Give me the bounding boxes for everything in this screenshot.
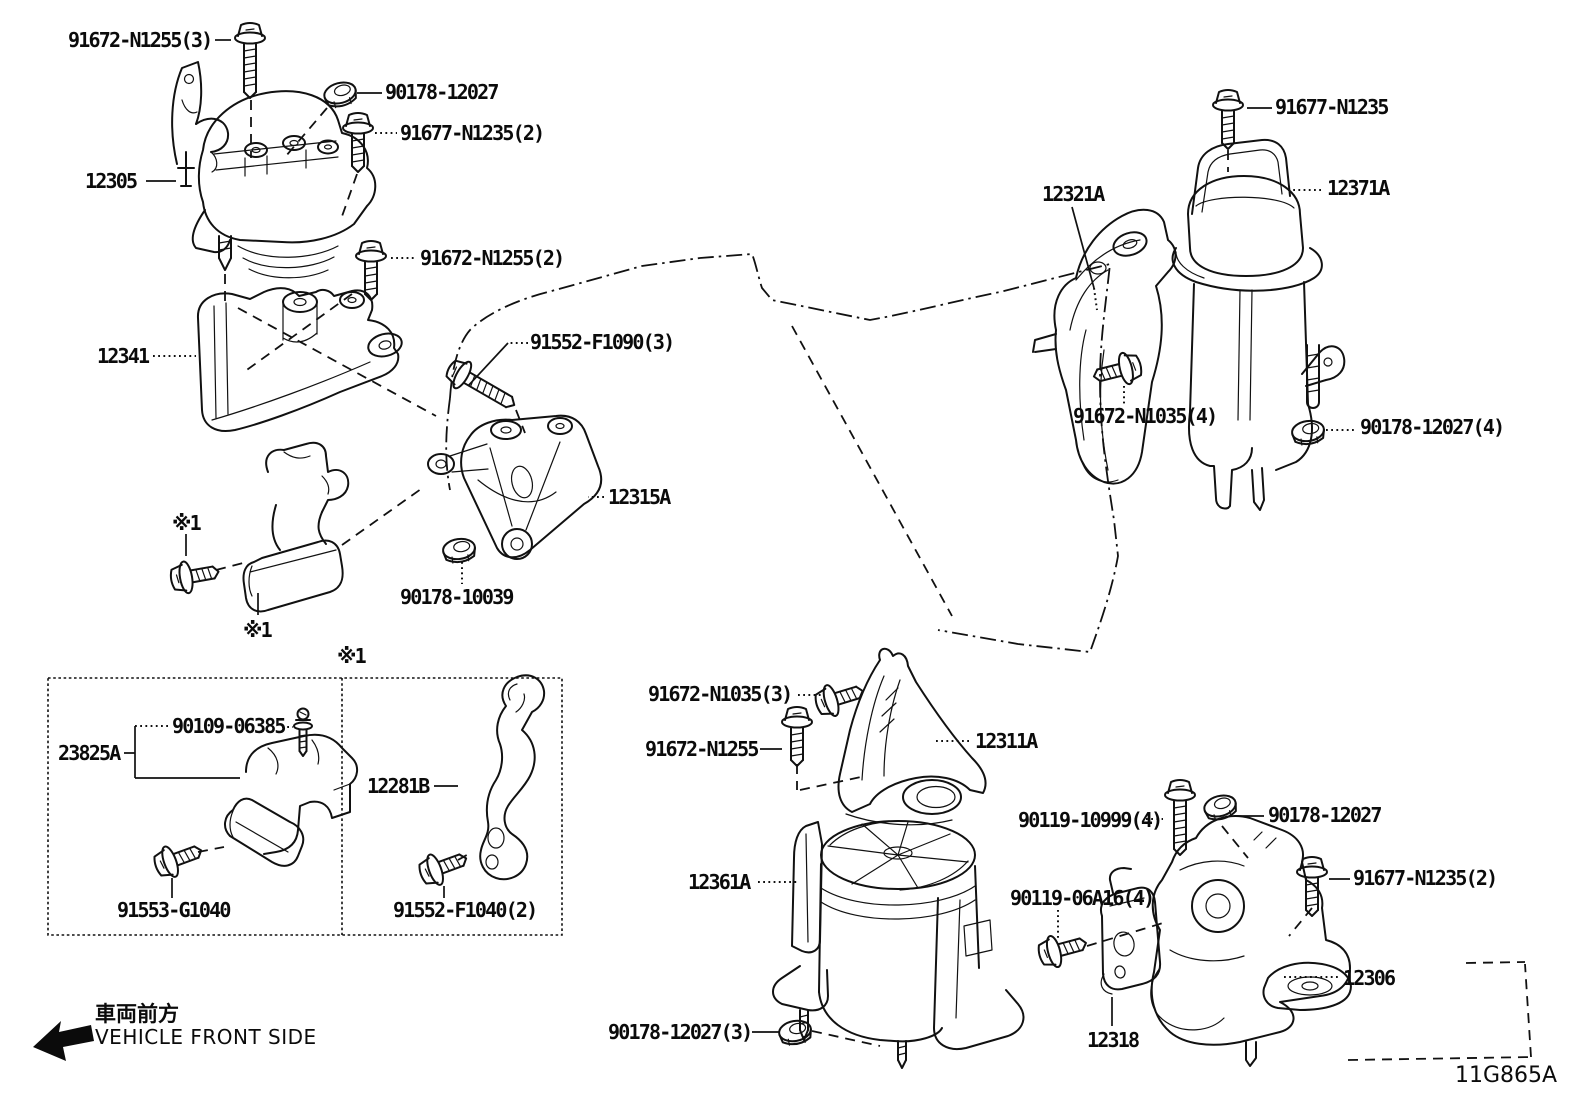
label-nut-90178-12027-top: 90178-12027 bbox=[385, 80, 498, 104]
ref-marker-bolt: ※1 bbox=[172, 511, 202, 535]
label-bolt-91677-n1235: 91677-N1235 bbox=[1275, 95, 1388, 119]
bolt-icon bbox=[781, 706, 813, 767]
label-part-23825a: 23825A bbox=[58, 741, 121, 765]
bolt-icon bbox=[234, 22, 266, 99]
front-direction-arrow bbox=[33, 1021, 94, 1061]
label-part-12305: 12305 bbox=[85, 169, 137, 193]
part-12305-drawing bbox=[171, 61, 377, 279]
part-23825a-drawing bbox=[224, 733, 358, 867]
nut-icon bbox=[440, 535, 478, 566]
part-12315a-drawing bbox=[427, 414, 603, 560]
bolt-icon bbox=[440, 353, 523, 419]
label-part-12321a: 12321A bbox=[1042, 182, 1105, 206]
label-part-12281b: 12281B bbox=[367, 774, 430, 798]
bolt-icon bbox=[1034, 926, 1092, 972]
front-side-indicator: 車両前方 VEHICLE FRONT SIDE bbox=[33, 1002, 317, 1061]
label-bolt-91552-f1040-2: 91552-F1040(2) bbox=[393, 898, 536, 922]
front-side-label-en: VEHICLE FRONT SIDE bbox=[95, 1025, 317, 1049]
ref-marker-stay: ※1 bbox=[243, 618, 273, 642]
label-stud-90109-06385: 90109-06385 bbox=[172, 714, 285, 738]
part-12311a-drawing bbox=[837, 647, 987, 826]
label-bolt-90119-06a16-4: 90119-06A16(4) bbox=[1010, 886, 1153, 910]
label-nut-90178-12027-4: 90178-12027(4) bbox=[1360, 415, 1503, 439]
part-12341-drawing bbox=[196, 287, 403, 432]
label-part-12318: 12318 bbox=[1087, 1028, 1139, 1052]
label-nut-90178-10039: 90178-10039 bbox=[400, 585, 513, 609]
label-bolt-91677-n1235-2-top: 91677-N1235(2) bbox=[400, 121, 543, 145]
label-bolt-91553-g1040: 91553-G1040 bbox=[117, 898, 230, 922]
label-bolt-91672-n1255-2: 91672-N1255(2) bbox=[420, 246, 563, 270]
label-bolt-91677-n1235-2-btm: 91677-N1235(2) bbox=[1353, 866, 1496, 890]
label-nut-90178-12027-3: 90178-12027(3) bbox=[608, 1020, 751, 1044]
label-bolt-91672-n1255-3: 91672-N1255(3) bbox=[68, 28, 211, 52]
label-nut-90178-12027-btm: 90178-12027 bbox=[1268, 803, 1381, 827]
label-part-12315a: 12315A bbox=[608, 485, 671, 509]
label-bolt-91672-n1035-3: 91672-N1035(3) bbox=[648, 682, 791, 706]
label-bolt-90119-10999-4: 90119-10999(4) bbox=[1018, 808, 1161, 832]
part-12371a-drawing bbox=[1171, 138, 1346, 511]
part-12281b-drawing bbox=[479, 674, 546, 881]
bolt-icon bbox=[167, 554, 223, 597]
label-part-12341: 12341 bbox=[97, 344, 150, 368]
label-part-12306: 12306 bbox=[1343, 966, 1395, 990]
label-bolt-91552-f1090-3: 91552-F1090(3) bbox=[530, 330, 673, 354]
diagram-code: 11G865A bbox=[1455, 1063, 1557, 1088]
label-part-12371a: 12371A bbox=[1327, 176, 1390, 200]
part-12306-drawing bbox=[1150, 815, 1352, 1067]
nut-icon bbox=[1289, 417, 1327, 448]
part-12318-drawing bbox=[1100, 867, 1162, 995]
label-part-12311a: 12311A bbox=[975, 729, 1038, 753]
front-side-label-jp: 車両前方 bbox=[95, 1002, 179, 1026]
bolt-icon bbox=[1212, 89, 1244, 150]
part-12321a-drawing bbox=[1032, 208, 1177, 485]
part-stay-ref1-drawing bbox=[242, 441, 350, 613]
install-lines bbox=[197, 100, 1313, 1047]
bolt-icon bbox=[811, 674, 869, 722]
part-labels: 91672-N1255(3) 90178-12027 91677-N1235(2… bbox=[58, 28, 1505, 1052]
bolt-icon bbox=[414, 842, 473, 891]
ref-marker-box: ※1 bbox=[337, 644, 367, 668]
engine-outline bbox=[445, 253, 1535, 1061]
leader-lines bbox=[124, 39, 1357, 1033]
label-bolt-91672-n1035-4: 91672-N1035(4) bbox=[1073, 404, 1216, 428]
bolt-icon bbox=[149, 834, 208, 883]
bolt-icon bbox=[1164, 779, 1196, 856]
part-12361a-drawing bbox=[772, 820, 1025, 1069]
label-part-12361a: 12361A bbox=[688, 870, 751, 894]
label-bolt-91672-n1255: 91672-N1255 bbox=[645, 737, 758, 761]
detail-box bbox=[47, 677, 563, 936]
bolt-icon bbox=[1089, 348, 1146, 394]
stud-icon bbox=[293, 707, 313, 757]
